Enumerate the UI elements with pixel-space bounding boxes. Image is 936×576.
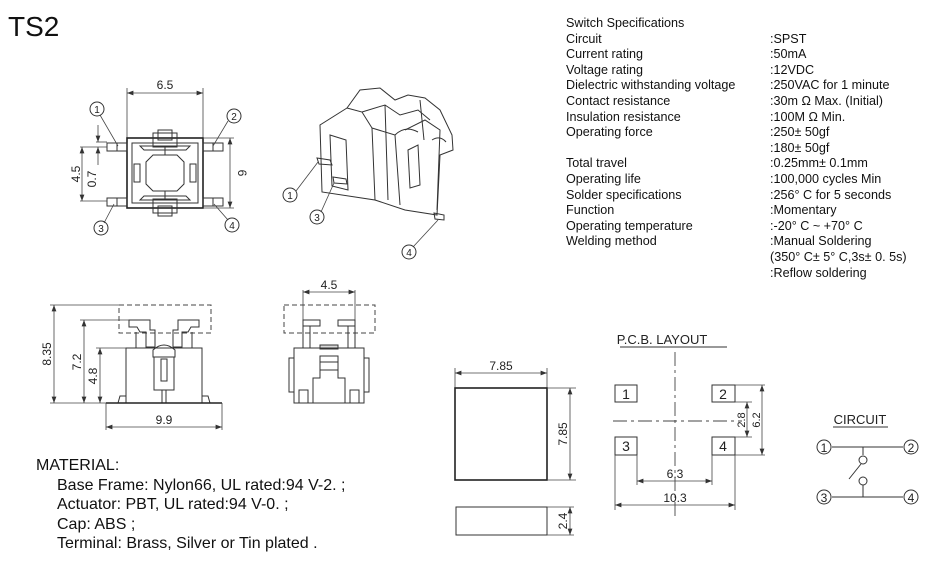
spec-value: :-20° C ~ +70° C — [770, 218, 863, 233]
spec-value: :12VDC — [770, 62, 815, 77]
pcb-layout-drawing: P.C.B. LAYOUT 1 2 3 4 2.8 6.2 6.3 10.3 — [613, 332, 765, 520]
top-pin-label: 2 — [231, 112, 237, 123]
pcb-pad-label: 3 — [622, 438, 630, 454]
spec-row: Current rating :50mA — [566, 47, 907, 63]
spec-row: Function :Momentary — [566, 203, 907, 219]
spec-row: Operating temperature :-20° C ~ +70° C — [566, 219, 907, 235]
spec-value: :Momentary — [770, 203, 837, 218]
spec-value: :50mA — [770, 47, 807, 62]
spec-row: Voltage rating :12VDC — [566, 63, 907, 79]
spec-row: :Reflow soldering — [566, 266, 907, 282]
spec-value: :Manual Soldering — [770, 234, 872, 249]
spec-label: Total travel — [566, 156, 627, 171]
spec-heading: Switch Specifications — [566, 16, 685, 30]
spec-row: Dielectric withstanding voltage :250VAC f… — [566, 78, 907, 94]
spec-row: Circuit :SPST — [566, 32, 907, 48]
top-view-drawing: 6.5 6 4.5 — [69, 78, 249, 236]
spec-value: (350° C± 5° C,3s± 0. 5s) — [770, 249, 907, 264]
spec-row: Operating life :100,000 cycles Min — [566, 172, 907, 188]
cap-drawing: 7.85 7.85 2.4 — [454, 359, 576, 536]
material-item: Base Frame: Nylon66, UL rated:94 V-2. ; — [57, 476, 346, 494]
spec-label: Function — [566, 203, 615, 218]
pcb-layout-title: P.C.B. LAYOUT — [617, 332, 708, 347]
spec-label: Solder specifications — [566, 187, 682, 202]
front-total-height-dim: 8.35 — [40, 342, 54, 366]
spec-row: Total travel :0.25mm± 0.1mm — [566, 156, 907, 172]
circuit-diagram: CIRCUIT 1 2 3 4 — [816, 412, 919, 505]
side-view-drawing: 4.5 — [283, 278, 376, 404]
material-item: Actuator: PBT, UL rated:94 V-0. ; — [57, 496, 289, 513]
material-item: Terminal: Brass, Silver or Tin plated . — [57, 535, 318, 552]
spec-label: Operating temperature — [566, 218, 693, 233]
spec-row: Operating force :250± 50gf — [566, 125, 907, 141]
spec-value: :256° C for 5 seconds — [770, 187, 892, 202]
top-width-dim: 6.5 — [157, 78, 174, 92]
spec-value: :250± 50gf — [770, 125, 830, 140]
circuit-title: CIRCUIT — [834, 412, 887, 427]
cap-thickness-dim: 2.4 — [556, 512, 570, 529]
spec-row: (350° C± 5° C,3s± 0. 5s) — [566, 250, 907, 266]
top-lead-dim: 0.7 — [85, 170, 99, 187]
circuit-terminal-label: 1 — [821, 441, 828, 455]
part-title: TS2 — [8, 11, 60, 42]
spec-row: Solder specifications :256° C for 5 secon… — [566, 188, 907, 204]
spec-value: :SPST — [770, 31, 807, 46]
cap-height-dim: 7.85 — [556, 422, 570, 446]
spec-label: Operating life — [566, 171, 641, 186]
pcb-pad-label: 4 — [719, 438, 727, 454]
top-pin-label: 1 — [94, 105, 100, 116]
spec-label: Contact resistance — [566, 93, 671, 108]
front-actuator-height-dim: 7.2 — [70, 353, 84, 370]
side-width-dim: 4.5 — [321, 278, 338, 292]
spec-label: Insulation resistance — [566, 109, 681, 124]
material-heading: MATERIAL: — [36, 457, 120, 474]
material-section: MATERIAL: Base Frame: Nylon66, UL rated:… — [36, 456, 345, 554]
material-item: Cap: ABS ; — [57, 515, 136, 533]
top-pitch-dim: 4.5 — [69, 165, 83, 182]
iso-pin-label: 4 — [406, 248, 412, 259]
spec-value: :Reflow soldering — [770, 265, 867, 280]
spec-value: :180± 50gf — [770, 140, 830, 155]
spec-value: :0.25mm± 0.1mm — [770, 156, 868, 171]
spec-row: Contact resistance :30m Ω Max. (Initial) — [566, 94, 907, 110]
spec-row: Welding method :Manual Soldering — [566, 234, 907, 250]
iso-pin-label: 3 — [314, 213, 320, 224]
spec-label: Welding method — [566, 234, 657, 249]
spec-label: Operating force — [566, 125, 653, 140]
spec-label: Dielectric withstanding voltage — [566, 78, 736, 93]
front-body-height-dim: 4.8 — [86, 367, 100, 384]
pcb-inner-width-dim: 6.3 — [667, 467, 684, 481]
spec-value: :100,000 cycles Min — [770, 171, 882, 186]
circuit-terminal-label: 4 — [908, 491, 915, 505]
top-height-dim: 6 — [235, 170, 249, 177]
pcb-outer-spacing-dim: 6.2 — [751, 412, 763, 427]
cap-width-dim: 7.85 — [489, 359, 513, 373]
top-pin-label: 3 — [98, 224, 104, 235]
top-pin-label: 4 — [229, 221, 235, 232]
spec-value: :100M Ω Min. — [770, 109, 846, 124]
pcb-pad-label: 1 — [622, 386, 630, 402]
circuit-terminal-label: 3 — [821, 491, 828, 505]
pcb-outer-width-dim: 10.3 — [663, 491, 687, 505]
pcb-pad-label: 2 — [719, 386, 727, 402]
iso-pin-label: 1 — [287, 191, 293, 202]
spec-value: :250VAC for 1 minute — [770, 78, 890, 93]
spec-label: Voltage rating — [566, 62, 644, 77]
spec-label: Circuit — [566, 31, 602, 46]
front-width-dim: 9.9 — [156, 413, 173, 427]
front-view-drawing: 8.35 7.2 4.8 9.9 — [40, 304, 223, 430]
pcb-inner-spacing-dim: 2.8 — [736, 412, 748, 427]
isometric-view-drawing: 1 3 4 — [282, 87, 454, 260]
spec-row: Insulation resistance :100M Ω Min. — [566, 110, 907, 126]
circuit-terminal-label: 2 — [908, 441, 915, 455]
spec-row: :180± 50gf — [566, 141, 907, 157]
spec-label: Current rating — [566, 47, 643, 62]
spec-value: :30m Ω Max. (Initial) — [770, 93, 883, 108]
